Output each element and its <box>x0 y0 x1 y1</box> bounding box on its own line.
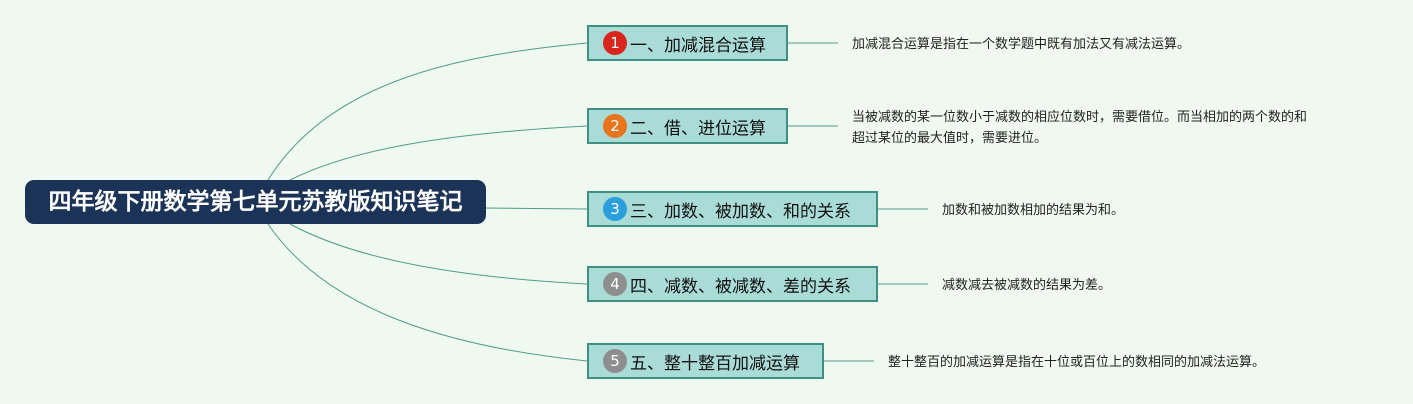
topic-5[interactable]: 5 五、整十整百加减运算 <box>587 343 824 379</box>
topic-4-label: 四、减数、被减数、差的关系 <box>630 276 851 297</box>
root-topic[interactable]: 四年级下册数学第七单元苏教版知识笔记 <box>25 180 486 224</box>
topic-4[interactable]: 4 四、减数、被减数、差的关系 <box>587 266 878 302</box>
topic-5-note: 整十整百的加减运算是指在十位或百位上的数相同的加减法运算。 <box>888 352 1265 373</box>
topic-2-note-line-1: 当被减数的某一位数小于减数的相应位数时，需要借位。而当相加的两个数的和 <box>852 110 1308 125</box>
topic-5-note-line-1: 整十整百的加减运算是指在十位或百位上的数相同的加减法运算。 <box>888 355 1266 370</box>
topic-2[interactable]: 2 二、借、进位运算 <box>587 108 788 144</box>
connector-root-topic-3 <box>485 207 588 210</box>
topic-3-note: 加数和被加数相加的结果为和。 <box>942 200 1124 221</box>
connector-root-topic-2 <box>289 125 588 181</box>
number-badge-3: 3 <box>603 197 627 221</box>
topic-1[interactable]: 1 一、加减混合运算 <box>587 25 788 61</box>
topic-2-note: 当被减数的某一位数小于减数的相应位数时，需要借位。而当相加的两个数的和 超过某位… <box>852 107 1307 149</box>
number-badge-4: 4 <box>603 272 627 296</box>
topic-1-label: 一、加减混合运算 <box>630 35 766 56</box>
topic-2-note-line-2: 超过某位的最大值时，需要进位。 <box>852 131 1048 146</box>
topic-1-note: 加减混合运算是指在一个数学题中既有加法又有减法运算。 <box>852 34 1190 55</box>
topic-1-note-line-1: 加减混合运算是指在一个数学题中既有加法又有减法运算。 <box>852 37 1191 52</box>
topic-5-label: 五、整十整百加减运算 <box>630 353 800 374</box>
number-badge-1: 1 <box>603 31 627 55</box>
connector-root-topic-1 <box>267 42 588 181</box>
connector-root-topic-5 <box>267 223 588 362</box>
connector-root-topic-4 <box>289 223 588 285</box>
topic-3-note-line-1: 加数和被加数相加的结果为和。 <box>942 203 1125 218</box>
topic-4-note-line-1: 减数减去被减数的结果为差。 <box>942 278 1112 293</box>
topic-3[interactable]: 3 三、加数、被加数、和的关系 <box>587 191 878 227</box>
topic-2-label: 二、借、进位运算 <box>630 118 766 139</box>
number-badge-2: 2 <box>603 114 627 138</box>
topic-4-note: 减数减去被减数的结果为差。 <box>942 275 1111 296</box>
number-badge-5: 5 <box>603 349 627 373</box>
topic-3-label: 三、加数、被加数、和的关系 <box>630 201 851 222</box>
